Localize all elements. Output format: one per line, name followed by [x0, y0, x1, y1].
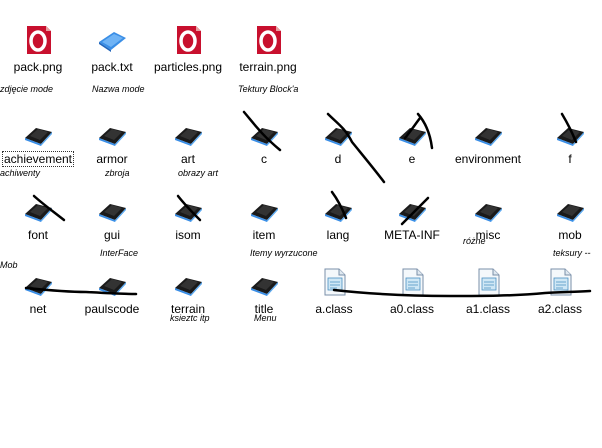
item-label: title: [254, 302, 274, 316]
folder-icon: [99, 128, 126, 146]
item-label: isom: [175, 228, 201, 242]
note-interface: InterFace: [100, 248, 139, 258]
file-label: pack.txt: [91, 60, 133, 74]
folder-icon: [399, 128, 426, 146]
class-file-icon: [402, 268, 424, 296]
folder-icon: [325, 204, 352, 222]
folder-icon: [99, 278, 126, 296]
item-label: gui: [103, 228, 120, 242]
text-file-icon: [99, 32, 126, 52]
note-rozne: różne: [463, 236, 486, 246]
folder-icon: [251, 278, 278, 296]
item-label: armor: [96, 152, 128, 166]
folder-icon: [99, 204, 126, 222]
note-menu: Menu: [254, 313, 277, 323]
item-label: paulscode: [84, 302, 140, 316]
class-file-icon: [550, 268, 572, 296]
item-label: a0.class: [389, 302, 435, 316]
item-label: mob: [558, 228, 582, 242]
folder-icon: [557, 128, 584, 146]
opera-icon: [257, 26, 281, 54]
opera-icon: [27, 26, 51, 54]
item-label: c: [261, 152, 267, 166]
folder-icon: [251, 204, 278, 222]
opera-icon: [177, 26, 201, 54]
item-label: item: [252, 228, 276, 242]
item-label: net: [29, 302, 47, 316]
note-tektury: Tektury Block'a: [238, 84, 299, 94]
note-teksury: teksury --: [553, 248, 591, 258]
folder-icon: [475, 204, 502, 222]
folder-icon: [175, 204, 202, 222]
note-achiwenty: achiwenty: [0, 168, 41, 178]
class-file-icon: [478, 268, 500, 296]
item-label: a2.class: [537, 302, 583, 316]
item-label: a1.class: [465, 302, 511, 316]
folder-icon: [25, 278, 52, 296]
item-label: achievement: [1, 151, 75, 167]
file-label: pack.png: [13, 60, 63, 74]
class-file-icon: [324, 268, 346, 296]
item-label: e: [408, 152, 416, 166]
item-label: terrain: [170, 302, 205, 316]
item-label: environment: [454, 152, 522, 166]
folder-icon: [475, 128, 502, 146]
file-label: particles.png: [153, 60, 223, 74]
item-label: misc: [475, 228, 501, 242]
note-zbroja: zbroja: [105, 168, 130, 178]
item-label: lang: [326, 228, 350, 242]
folder-icon: [251, 128, 278, 146]
note-itemy: Itemy wyrzucone: [250, 248, 318, 258]
item-label: art: [180, 152, 195, 166]
note-ksieztc: ksieztc itp: [170, 313, 210, 323]
folder-icon: [25, 128, 52, 146]
file-label: terrain.png: [239, 60, 297, 74]
item-label: a.class: [315, 302, 353, 316]
folder-icon: [325, 128, 352, 146]
item-label: META-INF: [384, 228, 440, 242]
note-zdjecie: zdjęcie mode: [0, 84, 54, 94]
item-label: font: [27, 228, 48, 242]
note-nazwa: Nazwa mode: [92, 84, 145, 94]
folder-icon: [25, 204, 52, 222]
folder-icon: [175, 278, 202, 296]
note-mob: Mob: [0, 260, 18, 270]
folder-icon: [175, 128, 202, 146]
item-label: f: [568, 152, 572, 166]
note-obrazy: obrazy art: [178, 168, 219, 178]
folder-icon: [399, 204, 426, 222]
folder-icon: [557, 204, 584, 222]
